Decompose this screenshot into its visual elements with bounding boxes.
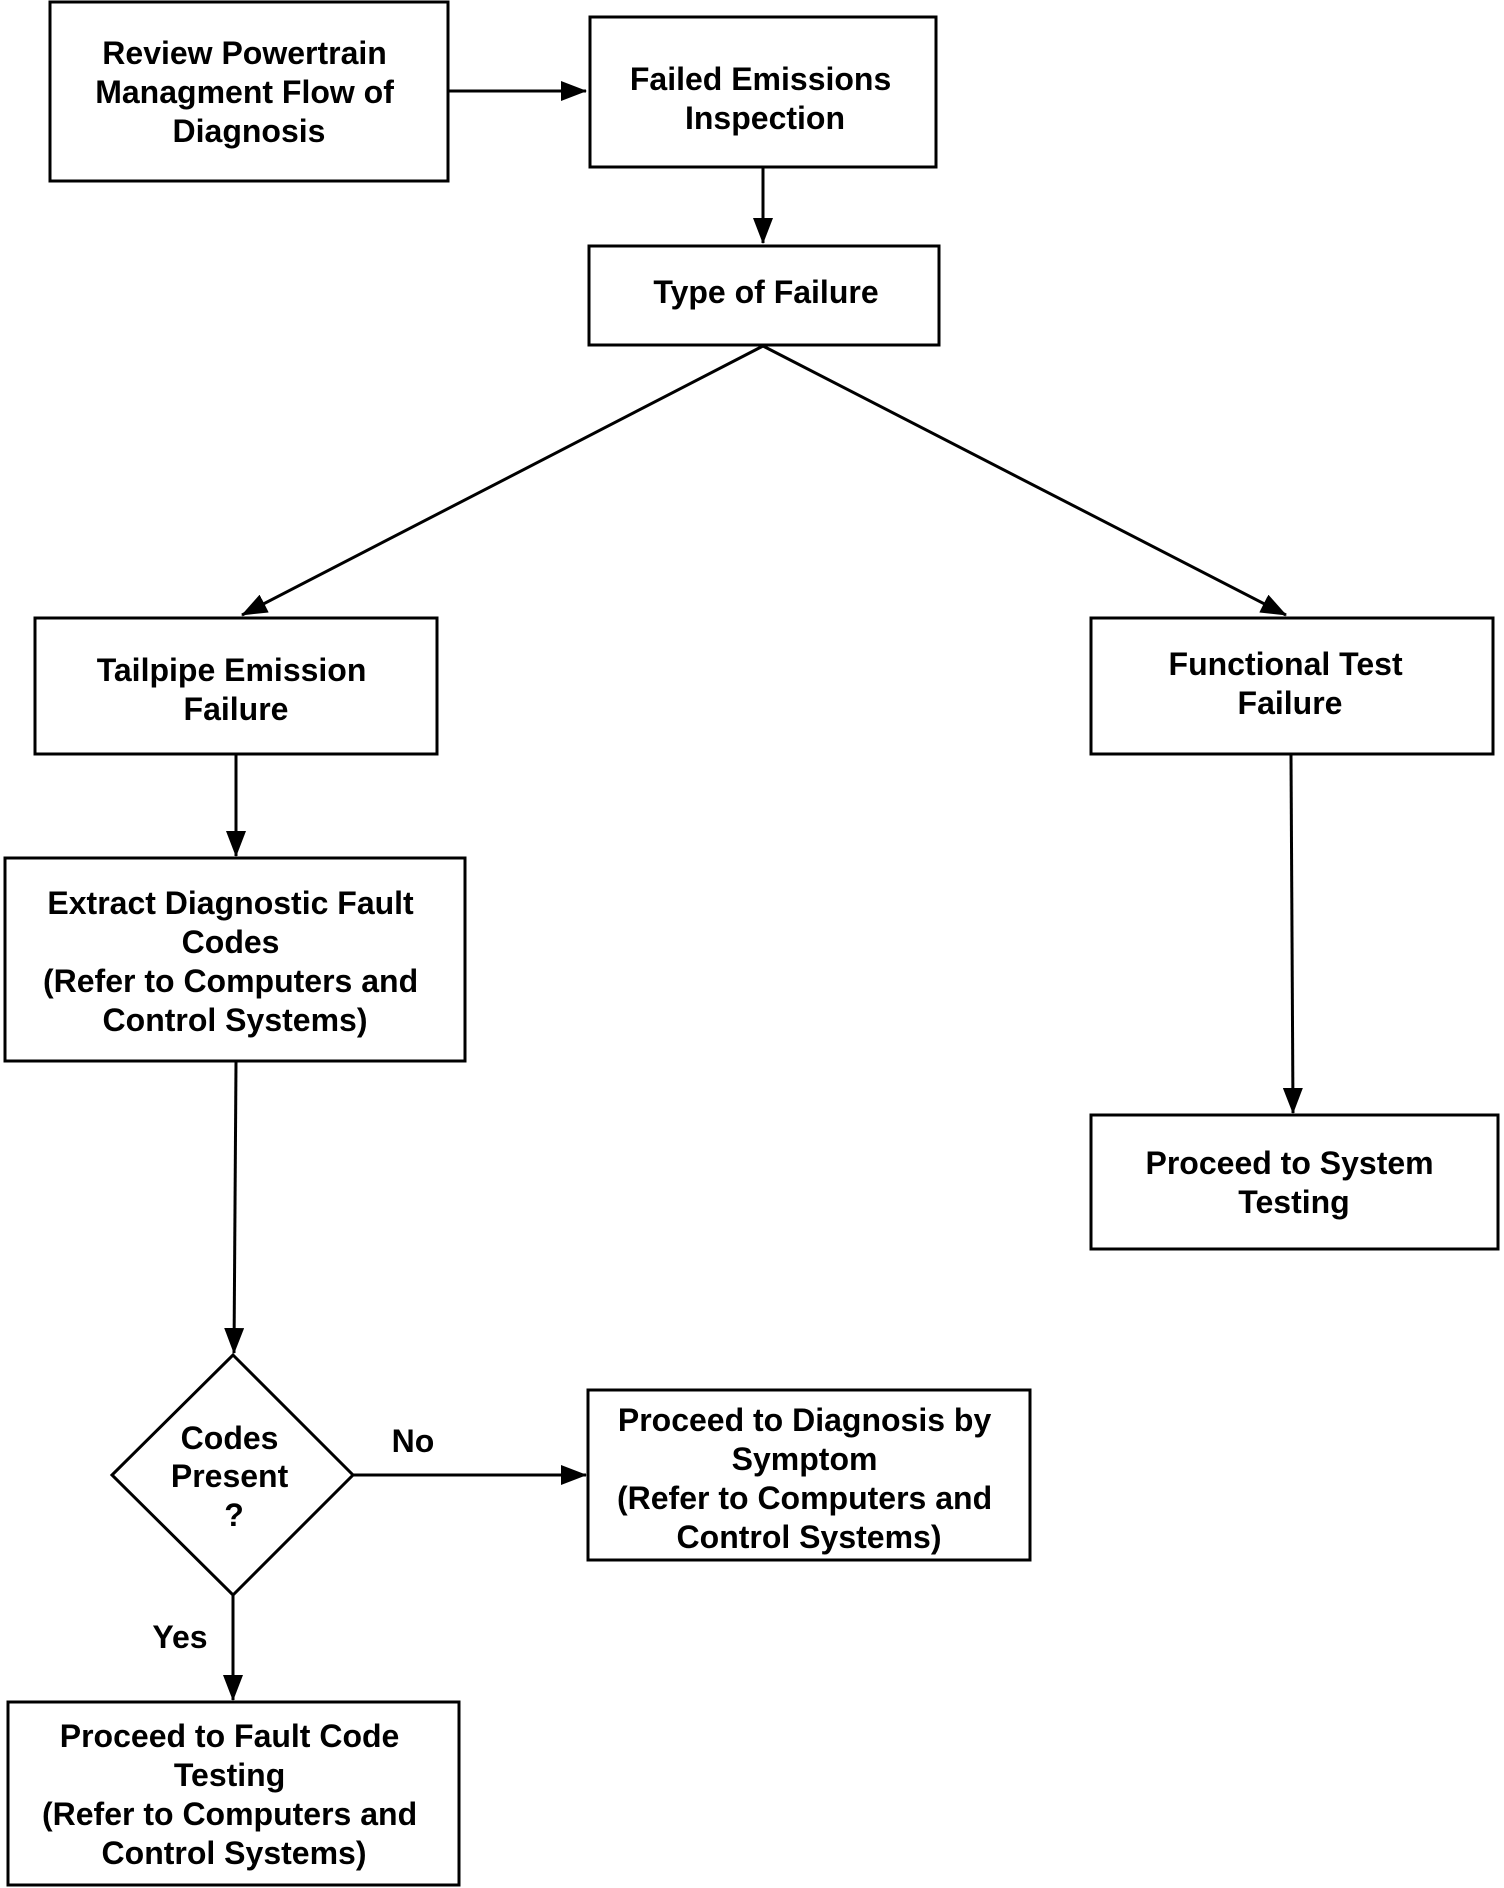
node-review: Review Powertrain Managment Flow of Diag… [48,0,450,183]
node-failed-line-1: Failed Emissions [630,61,891,97]
node-fault-line-1: Proceed to Fault Code [60,1718,400,1754]
node-symptom-line-3: (Refer to Computers and [617,1480,992,1516]
edge-type-to-functional [762,344,1287,617]
node-tailpipe-line-1: Tailpipe Emission [97,652,367,688]
node-codes-line-2: Present [171,1458,289,1494]
svg-text:Failed Emissions Inspect: Failed Emissions Inspection [630,61,900,136]
node-functional-test-failure: Functional Test Failure [1089,616,1495,756]
svg-text:Review Powertrain Managm: Review Powertrain Managment Flow of Diag… [95,35,403,149]
node-fault-line-3: (Refer to Computers and [42,1796,417,1832]
svg-text:Tailpipe Emission Failur: Tailpipe Emission Failure [97,652,376,727]
node-extract-line-4: Control Systems) [103,1002,368,1038]
edge-label-yes: Yes [152,1619,207,1655]
svg-text:Functional Test Failure: Functional Test Failure [1169,646,1412,721]
node-fault-code-testing: Proceed to Fault Code Testing (Refer to … [6,1700,461,1887]
node-system-line-1: Proceed to System [1146,1145,1434,1181]
edge-type-to-tailpipe [241,344,764,617]
node-symptom-line-2: Symptom [732,1441,878,1477]
node-extract-line-1: Extract Diagnostic Fault [47,885,414,921]
node-fault-line-2: Testing [174,1757,285,1793]
node-extract-codes: Extract Diagnostic Fault Codes (Refer to… [3,856,467,1063]
edge-label-no: No [392,1423,435,1459]
node-system-line-2: Testing [1238,1184,1349,1220]
node-codes-line-1: Codes [181,1420,279,1456]
node-codes-present-decision: Codes Present ? [109,1352,356,1598]
svg-text:Proceed to Diagnosis by: Proceed to Diagnosis by Symptom (Refer t… [617,1402,1001,1555]
node-review-line-2: Managment Flow of [95,74,394,110]
node-failed-emissions: Failed Emissions Inspection [588,15,938,169]
node-extract-line-2: Codes [182,924,280,960]
svg-text:Proceed to Fault Code Te: Proceed to Fault Code Testing (Refer to … [42,1718,426,1871]
node-review-line-1: Review Powertrain [102,35,387,71]
node-functional-line-1: Functional Test [1169,646,1403,682]
svg-text:Proceed to System Testin: Proceed to System Testing [1146,1145,1443,1220]
node-tailpipe-line-2: Failure [184,691,289,727]
svg-text:Extract Diagnostic Fault: Extract Diagnostic Fault Codes (Refer to… [43,885,427,1038]
node-type-of-failure: Type of Failure [587,244,941,347]
node-codes-line-3: ? [224,1497,244,1533]
node-system-testing: Proceed to System Testing [1089,1113,1500,1251]
node-review-line-3: Diagnosis [173,113,326,149]
node-symptom-line-1: Proceed to Diagnosis by [618,1402,992,1438]
svg-text:Type of Failure: Type of Failure [653,274,878,310]
node-diagnosis-by-symptom: Proceed to Diagnosis by Symptom (Refer t… [586,1388,1032,1562]
node-fault-line-4: Control Systems) [102,1835,367,1871]
node-extract-line-3: (Refer to Computers and [43,963,418,999]
node-symptom-line-4: Control Systems) [677,1519,942,1555]
edge-functional-to-system [1282,754,1303,1114]
node-tailpipe-failure: Tailpipe Emission Failure [33,616,439,756]
node-type-line-1: Type of Failure [653,274,878,310]
node-failed-line-2: Inspection [685,100,845,136]
edge-extract-to-codes [224,1061,245,1354]
svg-text:Codes Present ?: Codes Present ? [171,1420,297,1533]
node-functional-line-2: Failure [1238,685,1343,721]
